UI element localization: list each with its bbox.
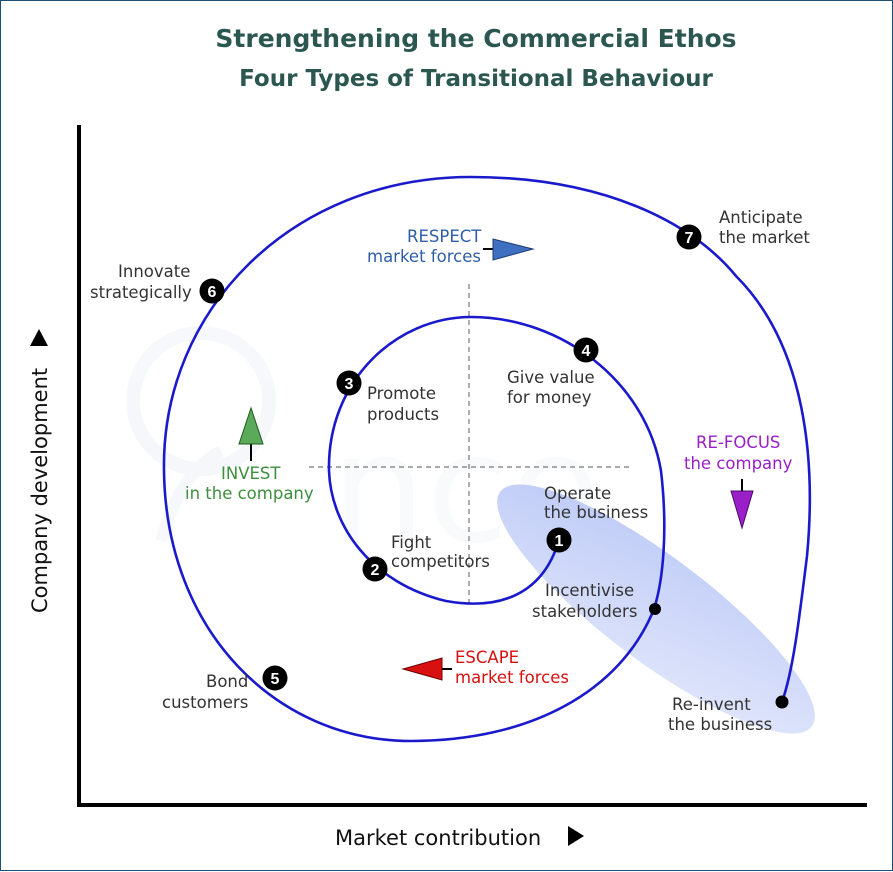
x-axis-label: Market contribution xyxy=(335,826,541,850)
step-label-3-line1: Promote xyxy=(367,384,436,403)
step-badge-7: 7 xyxy=(676,224,702,250)
milestone-dot-incentivise xyxy=(649,603,661,615)
step-label-4-line1: Give value xyxy=(507,368,595,387)
step-label-4-line2: for money xyxy=(507,388,592,407)
escape-arrow-icon xyxy=(401,657,452,681)
respect-label-line1: RESPECT xyxy=(407,227,482,246)
invest-label-line1: INVEST xyxy=(221,464,281,483)
step-label-1-line2: the business xyxy=(544,503,648,522)
milestone-dot-reinvent xyxy=(775,695,789,709)
step-badge-5: 5 xyxy=(262,665,288,691)
respect-label-line2: market forces xyxy=(367,247,481,266)
step-label-7-line2: the market xyxy=(719,228,810,247)
diagram-title: Strengthening the Commercial Ethos xyxy=(215,24,736,53)
growth-spiral xyxy=(162,175,812,743)
step-badge-3: 3 xyxy=(336,370,362,396)
svg-text:4: 4 xyxy=(582,343,591,360)
step-label-2-line2: competitors xyxy=(391,552,490,571)
milestone-label-incentivise-line2: stakeholders xyxy=(532,602,637,621)
step-badge-1: 1 xyxy=(546,527,572,553)
refocus-label-line1: RE-FOCUS xyxy=(696,433,780,452)
step-label-3-line2: products xyxy=(367,405,439,424)
step-badge-2: 2 xyxy=(362,556,388,582)
svg-text:7: 7 xyxy=(685,230,694,247)
milestone-label-incentivise-line1: Incentivise xyxy=(545,581,634,600)
milestone-label-reinvent-line1: Re-invent xyxy=(672,695,751,714)
escape-label-line2: market forces xyxy=(455,668,569,687)
y-axis-arrow-icon xyxy=(30,329,48,346)
invest-arrow-icon xyxy=(238,406,264,461)
step-label-6-line2: strategically xyxy=(90,283,192,302)
step-label-6-line1: Innovate xyxy=(118,262,190,281)
step-badge-6: 6 xyxy=(199,278,225,304)
invest-label-line2: in the company xyxy=(185,484,314,503)
step-label-5-line2: customers xyxy=(162,693,248,712)
svg-text:3: 3 xyxy=(345,376,354,393)
refocus-arrow-icon xyxy=(730,479,754,530)
step-label-2-line1: Fight xyxy=(391,533,432,552)
refocus-label-line2: the company xyxy=(684,454,793,473)
step-label-5-line1: Bond xyxy=(206,672,248,691)
step-label-7-line1: Anticipate xyxy=(719,208,803,227)
diagram-subtitle: Four Types of Transitional Behaviour xyxy=(239,66,713,92)
milestone-label-reinvent-line2: the business xyxy=(668,715,772,734)
svg-text:6: 6 xyxy=(208,284,217,301)
respect-arrow-icon xyxy=(483,238,535,261)
svg-text:5: 5 xyxy=(271,671,280,688)
svg-text:2: 2 xyxy=(371,562,380,579)
step-badge-4: 4 xyxy=(573,337,599,363)
y-axis-label: Company development xyxy=(28,368,52,613)
escape-label-line1: ESCAPE xyxy=(455,648,519,667)
x-axis-arrow-icon xyxy=(568,826,584,846)
step-label-1-line1: Operate xyxy=(544,484,611,503)
svg-text:1: 1 xyxy=(555,533,564,550)
